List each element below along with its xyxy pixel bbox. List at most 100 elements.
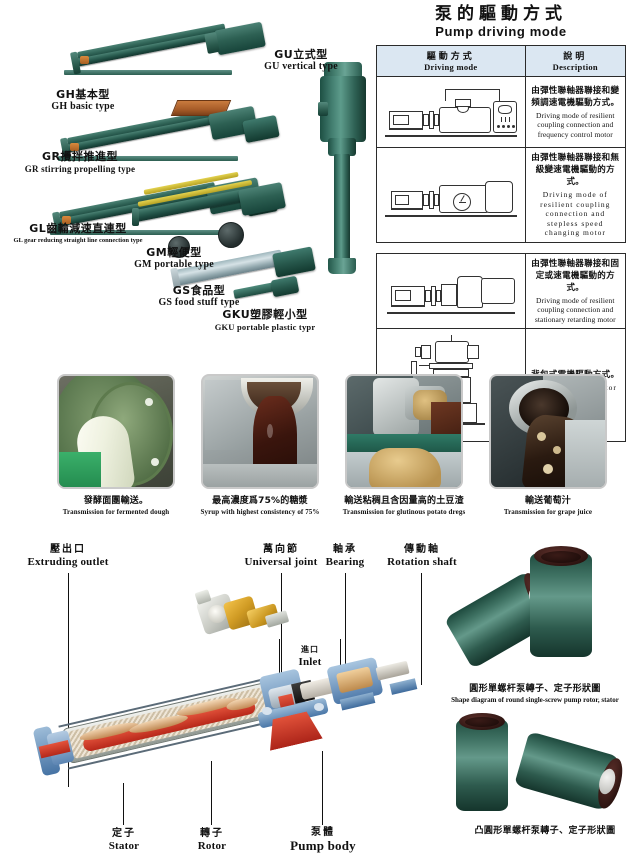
header-description: 說明 Description	[524, 45, 627, 77]
callout-rotor-cn: 轉子	[200, 828, 224, 839]
pump-label-gm-en: GM portable type	[134, 259, 214, 270]
header-driving-mode-cn: 驅動方式	[426, 52, 475, 62]
application-photo-cell-1: 發酵面團輸送。 Transmission for fermented dough	[46, 374, 186, 517]
pump-label-gh-en: GH basic type	[51, 101, 115, 112]
shape-caption-convex: 凸圓形單螺杆泵轉子、定子形狀圖	[450, 825, 630, 839]
table-separator	[376, 243, 626, 253]
shape-caption-round-cn: 圓形單螺杆泵轉子、定子形狀圖	[469, 684, 601, 694]
callout-universal-joint: 萬向節 Universal joint	[228, 543, 334, 569]
pump-label-gl: GL齒輪減速直連型 GL gear reducing straight line…	[8, 222, 148, 247]
description-row-3-en: Driving mode of resilient coupling conne…	[534, 295, 616, 324]
callout-extruding-outlet-en: Extruding outlet	[27, 556, 109, 568]
leader-line	[123, 783, 124, 825]
callout-rotation-shaft-cn: 傳動軸	[404, 544, 440, 555]
pump-label-gs-en: GS food stuff type	[158, 297, 240, 308]
pump-label-gku: GKU塑膠輕小型 GKU portable plastic typr	[190, 308, 340, 333]
callout-universal-joint-en: Universal joint	[244, 556, 318, 568]
description-row-2: 由彈性聯軸器聯接和無級變速電機驅動的方式。 Driving mode of re…	[524, 147, 627, 243]
shape-group-convex	[446, 713, 628, 827]
callout-pump-body: 泵體 Pump body	[280, 826, 366, 852]
callout-extruding-outlet-cn: 壓出口	[50, 544, 86, 555]
header-description-cn: 說明	[563, 52, 588, 62]
wheel	[168, 236, 190, 258]
driving-mode-table-upper: 驅動方式 Driving mode 說明 Description	[376, 45, 627, 243]
caption-3-cn: 輸送粘稠且含因量高的土豆渣	[344, 496, 464, 506]
pump-label-gr-cn: GR攪拌推進型	[42, 150, 118, 163]
pump-label-gs: GS食品型 GS food stuff type	[136, 284, 262, 309]
callout-rotor-en: Rotor	[197, 840, 227, 852]
pump-label-gl-cn: GL齒輪減速直連型	[29, 222, 127, 235]
shape-caption-round: 圓形單螺杆泵轉子、定子形狀圖 Shape diagram of round si…	[440, 683, 630, 705]
leader-line	[211, 761, 212, 825]
application-photos: 發酵面團輸送。 Transmission for fermented dough…	[0, 370, 630, 520]
pump-label-gu-en: GU vertical type	[264, 61, 338, 72]
description-row-3: 由彈性聯軸器聯接和固定或速電機驅動的方式。 Driving mode of re…	[524, 252, 627, 329]
callout-rotation-shaft: 傳動軸 Rotation shaft	[378, 543, 466, 569]
caption-3-en: Transmission for glutinous potato dregs	[342, 508, 466, 516]
caption-4-en: Transmission for grape juice	[503, 508, 593, 516]
callout-pump-body-cn: 泵體	[311, 827, 335, 838]
driving-mode-panel: 泵的驅動方式 Pump driving mode 驅動方式 Driving mo…	[376, 4, 627, 442]
pump-label-gh-cn: GH基本型	[56, 88, 110, 101]
figure-stationary-retarding-motor	[376, 252, 526, 329]
shape-group-round	[443, 546, 626, 677]
description-row-2-cn: 由彈性聯軸器聯接和無級變速電機驅動的方式。	[531, 153, 620, 187]
pump-cutaway-illustration	[24, 656, 444, 813]
header-driving-mode-en: Driving mode	[424, 62, 478, 72]
stator-cylinder-convex-2	[514, 731, 628, 812]
cutaway-diagram-section: 壓出口 Extruding outlet 萬向節 Universal joint…	[0, 535, 630, 858]
pump-label-gr-en: GR stirring propelling type	[24, 164, 136, 174]
leader-line	[322, 751, 323, 825]
table-row: 由彈性聯軸器聯接和變頻調速電機驅動方式。 Driving mode of res…	[376, 76, 627, 148]
stator-cylinder-convex-1	[456, 713, 508, 811]
application-photo-cell-4: 輸送葡萄汁 Transmission for grape juice	[478, 374, 618, 517]
callout-rotation-shaft-en: Rotation shaft	[387, 556, 457, 568]
callout-extruding-outlet: 壓出口 Extruding outlet	[8, 543, 128, 569]
callout-pump-body-en: Pump body	[290, 838, 356, 853]
leader-line	[421, 573, 422, 685]
callout-inlet-cn: 進口	[301, 645, 319, 654]
stator-cylinder-round-2	[530, 546, 592, 657]
pump-illustration-gm	[128, 152, 308, 262]
callout-inlet-en: Inlet	[298, 656, 322, 668]
callout-stator-cn: 定子	[112, 828, 136, 839]
pump-label-gl-en: GL gear reducing straight line connectio…	[13, 237, 143, 244]
callout-inlet: 進口 Inlet	[288, 643, 332, 669]
header-driving-mode: 驅動方式 Driving mode	[376, 45, 526, 77]
callout-bearing: 軸承 Bearing	[312, 543, 378, 569]
pump-illustration-gl	[40, 177, 300, 250]
caption-1-en: Transmission for fermented dough	[62, 508, 170, 516]
description-row-3-cn: 由彈性聯軸器聯接和固定或速電機驅動的方式。	[531, 258, 620, 293]
description-row-1-en: Driving mode of resilient coupling conne…	[536, 110, 615, 139]
pump-label-gm-cn: GM輕便型	[146, 246, 202, 259]
leader-line	[281, 573, 282, 705]
callout-bearing-en: Bearing	[325, 556, 365, 568]
caption-2-en: Syrup with highest consistency of 75%	[200, 508, 320, 516]
driving-mode-title-cn: 泵的驅動方式	[435, 4, 567, 24]
pump-label-gu: GU立式型 GU vertical type	[246, 48, 356, 73]
pump-label-gs-cn: GS食品型	[172, 284, 226, 297]
caption-1-cn: 發酵面團輸送。	[83, 496, 149, 506]
caption-2-cn: 最高濃度爲75%的糖漿	[212, 496, 308, 506]
leader-line	[279, 639, 280, 681]
callout-rotor: 轉子 Rotor	[176, 827, 248, 853]
shape-caption-round-en: Shape diagram of round single-screw pump…	[451, 696, 619, 704]
leader-line	[340, 639, 341, 681]
callout-stator-en: Stator	[108, 840, 140, 852]
application-photo-cell-2: 最高濃度爲75%的糖漿 Syrup with highest consisten…	[190, 374, 330, 517]
universal-joint-illustration	[194, 583, 290, 645]
pump-label-gh: GH基本型 GH basic type	[20, 88, 146, 113]
driving-mode-title-en: Pump driving mode	[435, 24, 567, 39]
figure-frequency-control-motor	[376, 76, 526, 148]
pump-label-gu-cn: GU立式型	[274, 48, 328, 61]
pump-label-gr: GR攪拌推進型 GR stirring propelling type	[4, 150, 156, 175]
description-row-2-en: Driving mode of resilient coupling conne…	[540, 190, 611, 237]
callout-universal-joint-cn: 萬向節	[263, 544, 299, 555]
caption-4-cn: 輸送葡萄汁	[524, 496, 571, 506]
pump-label-gm: GM輕便型 GM portable type	[112, 246, 236, 271]
photo-syrup	[201, 374, 319, 489]
photo-grape-juice	[489, 374, 607, 489]
pump-illustration-gh	[56, 21, 276, 92]
application-photo-cell-3: 輸送粘稠且含因量高的土豆渣 Transmission for glutinous…	[334, 374, 474, 517]
